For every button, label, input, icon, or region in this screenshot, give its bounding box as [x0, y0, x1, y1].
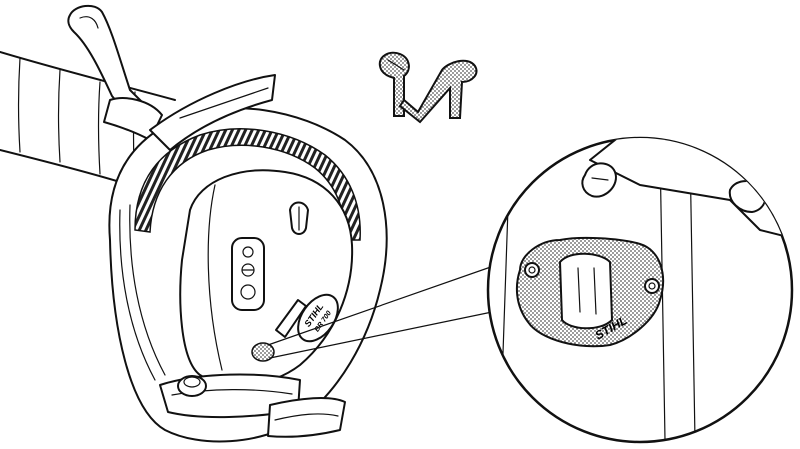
brand-badge: STIHL BR 700	[297, 293, 339, 343]
control-handle	[67, 4, 163, 141]
blower-housing: STIHL BR 700	[108, 74, 388, 443]
magnified-view: STIHL	[486, 136, 794, 444]
checkmark-icon	[398, 59, 478, 124]
callout-lines	[267, 261, 506, 359]
screen-cover: STIHL	[515, 236, 665, 348]
screwdriver-icon	[378, 51, 410, 117]
